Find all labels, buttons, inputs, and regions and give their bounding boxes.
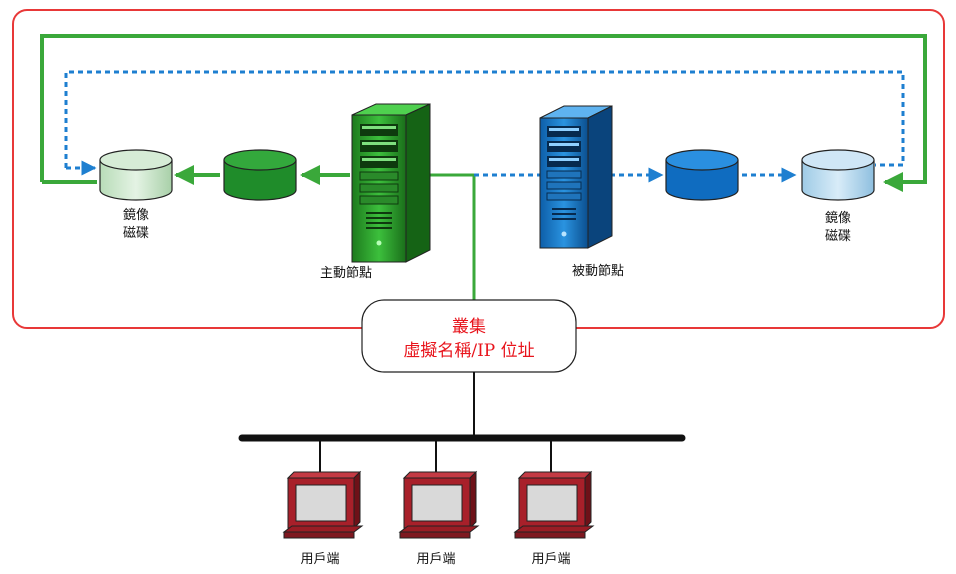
- mirror-disk-left-icon: [99, 149, 173, 201]
- client-label-3: 用戶端: [531, 552, 570, 567]
- green-mirror-loop: [40, 34, 927, 192]
- cluster-label-1: 叢集: [452, 317, 486, 337]
- mirror-disk-right-icon: [801, 149, 875, 201]
- client-label-1: 用戶端: [300, 552, 339, 567]
- mirror-disk-left-label-2: 磁碟: [123, 226, 149, 241]
- mirror-disk-right-label-1: 鏡像: [825, 211, 851, 226]
- active-server-icon: [351, 103, 431, 263]
- passive-server-icon: [539, 105, 613, 249]
- passive-node-label: 被動節點: [572, 264, 624, 279]
- active-disk-icon: [223, 149, 297, 201]
- client-computer-icon: [282, 470, 364, 539]
- blue-mirror-loop: [64, 70, 905, 168]
- cluster-label-2: 虛擬名稱/IP 位址: [403, 341, 534, 361]
- mirror-disk-left-label-1: 鏡像: [123, 208, 149, 223]
- client-label-2: 用戶端: [416, 552, 455, 567]
- active-to-cluster-line: [426, 173, 476, 300]
- client-computer-icon: [398, 470, 480, 539]
- client-computer-icon: [513, 470, 595, 539]
- active-node-label: 主動節點: [320, 266, 372, 281]
- passive-disk-icon: [665, 149, 739, 201]
- mirror-disk-right-label-2: 磁碟: [825, 229, 851, 244]
- cluster-virtual-box: [361, 299, 577, 373]
